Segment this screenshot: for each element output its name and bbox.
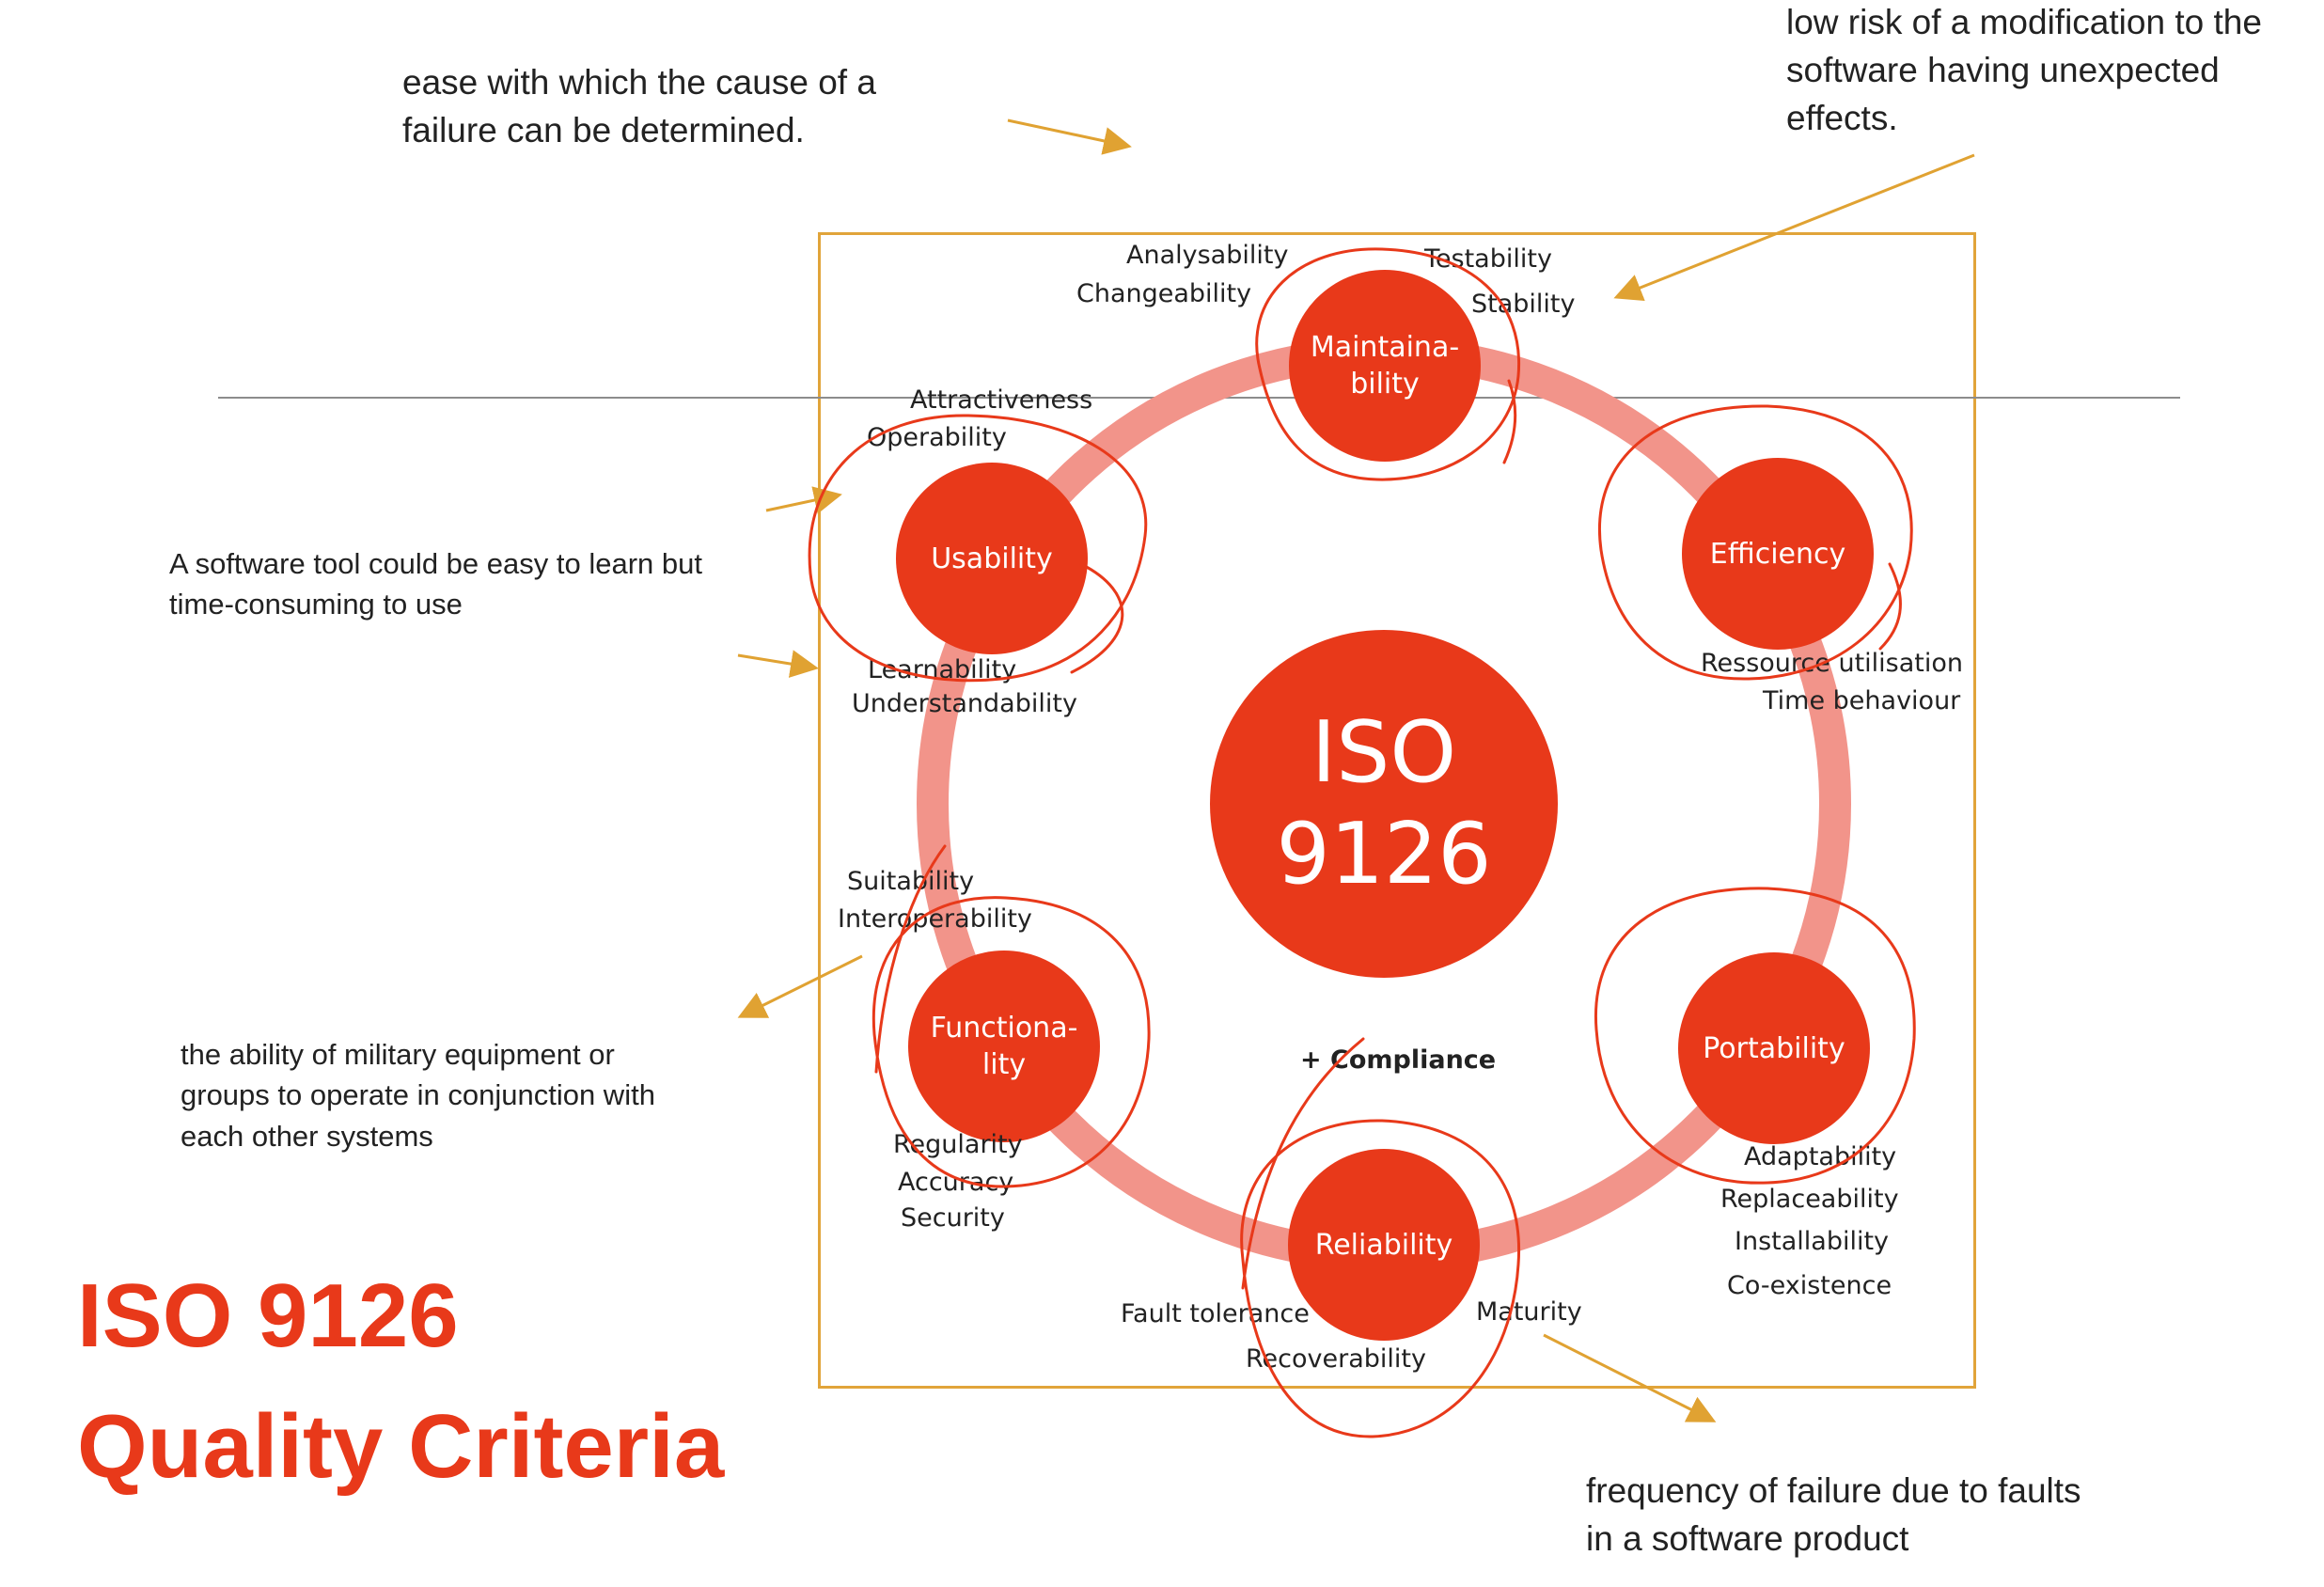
note-interoperability: the ability of military equipment or gro… — [181, 1038, 655, 1153]
arrow-usability-lower — [737, 650, 819, 678]
note-maturity: frequency of failure due to faults in a … — [1586, 1471, 2081, 1559]
note-usability: A software tool could be easy to learn b… — [169, 547, 702, 621]
sub-fault-tolerance: Fault tolerance — [1121, 1299, 1310, 1328]
page-title: ISO 9126 Quality Criteria — [77, 1265, 725, 1498]
note-stability: low risk of a modification to the softwa… — [1786, 3, 2262, 138]
sub-recoverability: Recoverability — [1246, 1344, 1426, 1374]
sub-changeability: Changeability — [1076, 279, 1252, 308]
sub-maturity: Maturity — [1476, 1297, 1582, 1327]
arrow-analysability — [1007, 118, 1132, 155]
sub-adaptability: Adaptability — [1744, 1142, 1897, 1171]
node-maintainability: Maintaina- bility — [1289, 270, 1481, 462]
sub-attractiveness: Attractiveness — [910, 385, 1093, 415]
sub-co-existence: Co-existence — [1727, 1271, 1892, 1300]
hub-iso-9126: ISO 9126 — [1210, 630, 1558, 978]
sub-regularity: Regularity — [893, 1130, 1023, 1159]
sub-installability: Installability — [1735, 1227, 1890, 1256]
sub-analysability: Analysability — [1126, 241, 1289, 270]
sub-time-behaviour: Time behaviour — [1763, 686, 1961, 715]
node-efficiency: Efficiency — [1682, 458, 1874, 650]
arrow-interoperability — [737, 954, 863, 1018]
node-reliability: Reliability — [1288, 1149, 1480, 1341]
sub-suitability: Suitability — [847, 867, 975, 896]
arrow-maturity — [1543, 1333, 1717, 1422]
ink-circle-maintainability — [1255, 247, 1521, 481]
sub-understandability: Understandability — [852, 689, 1077, 718]
note-analysability: ease with which the cause of a failure c… — [402, 63, 876, 150]
sub-operability: Operability — [867, 423, 1007, 452]
sub-stability: Stability — [1471, 290, 1576, 319]
arrow-stability — [1613, 153, 1975, 302]
ink-circle-reliability — [1240, 1037, 1521, 1438]
ink-circle-functionality — [872, 844, 1151, 1188]
ink-circle-portability — [1594, 887, 1916, 1185]
node-functionality: Functiona- lity — [908, 951, 1100, 1142]
sub-security: Security — [901, 1203, 1005, 1233]
sub-testability: Testability — [1424, 244, 1552, 274]
ink-circle-efficiency — [1598, 404, 1913, 681]
ink-circle-usability — [808, 414, 1148, 683]
arrow-usability-upper — [765, 486, 842, 514]
node-portability: Portability — [1678, 952, 1870, 1144]
diagram-frame — [818, 232, 1976, 1389]
sub-replaceability: Replaceability — [1720, 1185, 1899, 1214]
compliance-label: + Compliance — [1300, 1045, 1497, 1075]
sub-ressource-utilisation: Ressource utilisation — [1701, 649, 1964, 678]
node-usability: Usability — [896, 463, 1088, 654]
sub-accuracy: Accuracy — [898, 1168, 1014, 1197]
